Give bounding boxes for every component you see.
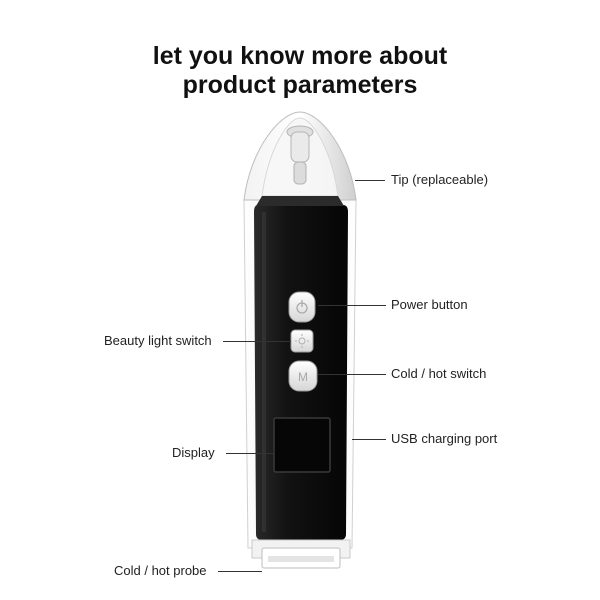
replaceable-tip — [243, 111, 357, 206]
cold-hot-switch-label: Cold / hot switch — [391, 366, 487, 381]
probe-label: Cold / hot probe — [114, 563, 207, 578]
tip-label: Tip (replaceable) — [391, 172, 489, 187]
probe-leader-line — [218, 571, 262, 572]
power-button-graphic — [288, 291, 316, 323]
beauty-light-button-graphic — [290, 329, 314, 353]
power-button-label: Power button — [391, 297, 468, 312]
page-heading: let you know more about product paramete… — [0, 42, 600, 100]
beauty-light-label: Beauty light switch — [104, 333, 212, 348]
heading-line-1: let you know more about — [152, 42, 448, 70]
display-screen — [273, 417, 331, 473]
power-leader-line — [318, 305, 386, 306]
usb-leader-line — [352, 439, 386, 440]
usb-port-label: USB charging port — [391, 431, 498, 446]
display-leader-line — [226, 453, 274, 454]
heading-line-2: product parameters — [182, 71, 418, 99]
tip-leader-line — [355, 180, 385, 181]
coldhot-leader-line — [318, 374, 386, 375]
mode-letter: M — [298, 370, 308, 384]
cold-hot-button-graphic: M — [288, 360, 318, 392]
display-label: Display — [172, 445, 215, 460]
beauty-leader-line — [223, 341, 291, 342]
probe-graphic — [251, 539, 351, 569]
